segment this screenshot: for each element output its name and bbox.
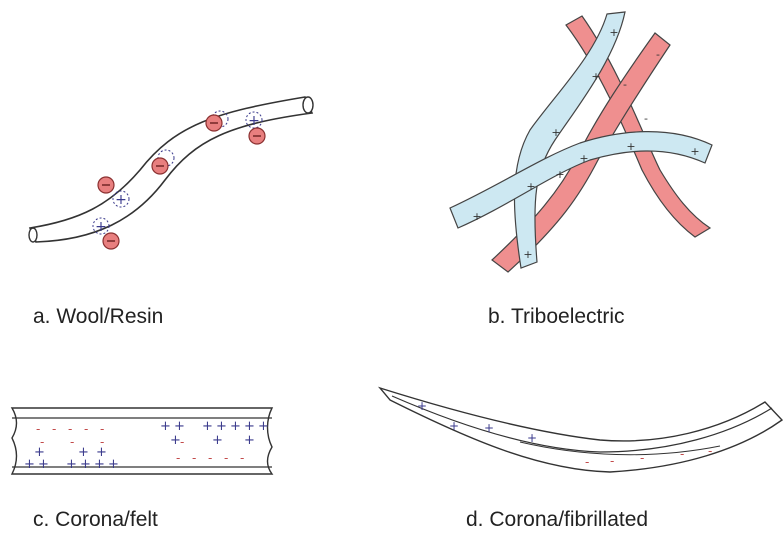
red-fiber [566, 16, 710, 237]
negative-particle [249, 128, 265, 144]
svg-text:+: + [579, 152, 588, 165]
svg-text:+: + [108, 457, 119, 472]
svg-text:+: + [38, 457, 49, 472]
svg-text:+: + [66, 457, 77, 472]
positive-site: + [93, 218, 109, 235]
svg-text:+: + [609, 26, 618, 39]
svg-text:+: + [80, 457, 91, 472]
svg-text:+: + [95, 219, 107, 235]
panel-b-triboelectric: + + + + + + + + + + - - - [450, 12, 712, 272]
negative-particle [98, 177, 114, 193]
svg-text:-: - [680, 447, 684, 461]
fiber-end [29, 228, 37, 242]
negative-particle [152, 158, 168, 174]
svg-text:+: + [115, 192, 127, 208]
caption-triboelectric: b. Triboelectric [488, 305, 625, 329]
fibrillated-film [380, 388, 782, 472]
positive-site: + [246, 112, 262, 129]
negative-particle [206, 115, 222, 131]
svg-text:+: + [244, 433, 255, 448]
svg-text:+: + [24, 457, 35, 472]
svg-text:+: + [690, 145, 699, 158]
panel-c-corona-felt: - - - - - - - - - - - - - - + + + + + + … [12, 408, 272, 474]
svg-text:-: - [176, 451, 180, 465]
svg-text:-: - [208, 451, 212, 465]
svg-text:-: - [84, 422, 88, 436]
svg-text:+: + [248, 113, 260, 129]
panel-d-corona-fibrillated: + + + + - - - - - [380, 388, 782, 472]
svg-text:+: + [258, 419, 269, 434]
caption-corona-felt: c. Corona/felt [33, 508, 158, 532]
svg-text:+: + [527, 431, 537, 445]
svg-text:+: + [484, 421, 494, 435]
svg-text:-: - [656, 48, 660, 61]
svg-text:-: - [585, 455, 589, 469]
svg-text:-: - [52, 422, 56, 436]
svg-text:+: + [472, 210, 481, 223]
svg-text:+: + [555, 168, 564, 181]
svg-text:+: + [212, 433, 223, 448]
svg-text:+: + [526, 180, 535, 193]
svg-text:-: - [100, 422, 104, 436]
svg-text:-: - [623, 78, 627, 91]
svg-text:+: + [523, 248, 532, 261]
svg-text:-: - [36, 422, 40, 436]
svg-text:+: + [417, 399, 427, 413]
svg-text:-: - [240, 451, 244, 465]
caption-wool-resin: a. Wool/Resin [33, 305, 163, 329]
svg-text:+: + [230, 419, 241, 434]
positive-site: + [113, 191, 129, 208]
svg-text:+: + [94, 457, 105, 472]
svg-text:-: - [224, 451, 228, 465]
svg-text:+: + [174, 419, 185, 434]
negative-particle [103, 233, 119, 249]
svg-text:+: + [449, 419, 459, 433]
svg-text:+: + [244, 419, 255, 434]
svg-text:+: + [626, 140, 635, 153]
svg-text:+: + [591, 70, 600, 83]
svg-text:-: - [708, 444, 712, 458]
svg-text:-: - [68, 422, 72, 436]
svg-text:+: + [160, 419, 171, 434]
svg-text:-: - [644, 112, 648, 125]
panel-a-wool-resin: + + + [29, 97, 313, 249]
svg-text:+: + [216, 419, 227, 434]
wool-fiber [30, 97, 312, 242]
caption-corona-fibrillated: d. Corona/fibrillated [466, 508, 648, 532]
svg-text:-: - [610, 454, 614, 468]
svg-text:-: - [192, 451, 196, 465]
svg-text:+: + [551, 126, 560, 139]
fiber-end [303, 97, 313, 113]
svg-text:+: + [170, 433, 181, 448]
svg-text:+: + [202, 419, 213, 434]
svg-text:-: - [70, 435, 74, 449]
svg-text:-: - [640, 451, 644, 465]
